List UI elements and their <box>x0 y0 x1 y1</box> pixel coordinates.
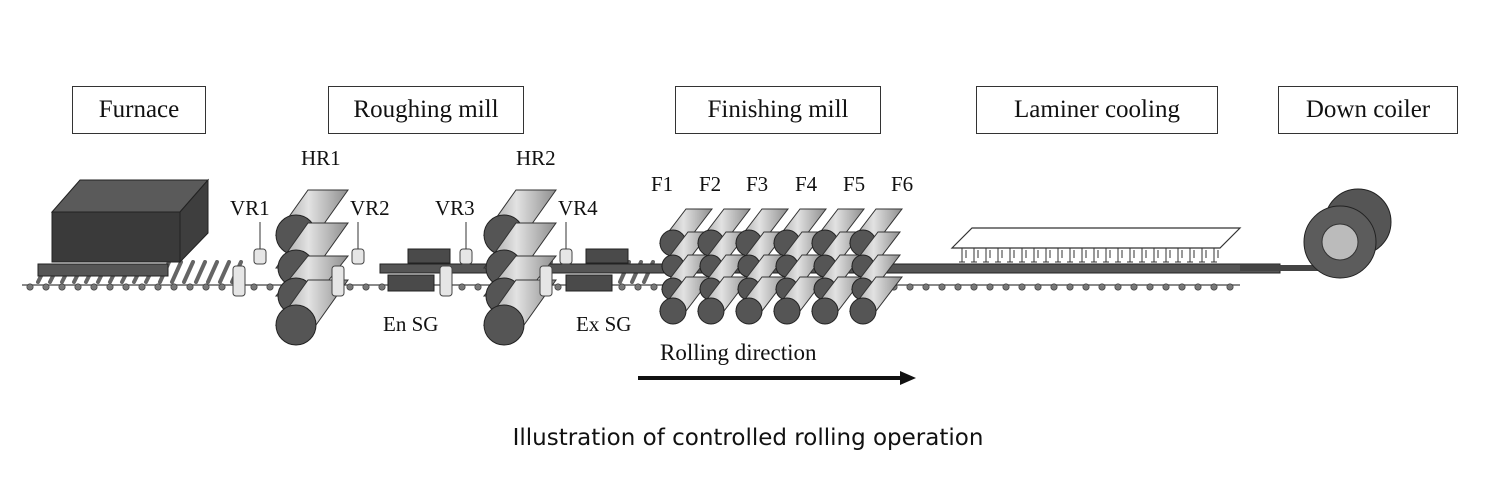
f2-label: F2 <box>699 172 722 196</box>
vr1-label: VR1 <box>230 196 270 220</box>
rolling-direction-label: Rolling direction <box>660 340 817 365</box>
laminer-cooling-box: Laminer cooling <box>976 86 1218 134</box>
down-coiler <box>1303 188 1392 279</box>
hr2-label: HR2 <box>516 146 556 170</box>
side-guides <box>387 248 629 292</box>
f4-label: F4 <box>795 172 818 196</box>
vr-leaders <box>259 222 567 249</box>
finishing-stands <box>658 208 904 325</box>
laminer-cooling-header <box>950 227 1242 263</box>
furnace-slab <box>37 263 169 277</box>
rolling-direction-arrow <box>638 371 916 385</box>
furnace-box: Furnace <box>72 86 206 134</box>
figure-caption: Illustration of controlled rolling opera… <box>512 425 984 451</box>
f3-label: F3 <box>746 172 769 196</box>
down-coiler-box: Down coiler <box>1278 86 1458 134</box>
f5-label: F5 <box>843 172 866 196</box>
vr3-label: VR3 <box>435 196 475 220</box>
f6-label: F6 <box>891 172 914 196</box>
en-sg-label: En SG <box>383 312 439 336</box>
hr1-label: HR1 <box>301 146 341 170</box>
f1-label: F1 <box>651 172 674 196</box>
roughing-mill-box: Roughing mill <box>328 86 524 134</box>
vr2-label: VR2 <box>350 196 390 220</box>
vr4-label: VR4 <box>558 196 598 220</box>
furnace-block <box>50 178 210 264</box>
hr1-stand <box>274 189 350 346</box>
hr2-stand <box>482 189 558 346</box>
finishing-mill-box: Finishing mill <box>675 86 881 134</box>
ex-sg-label: Ex SG <box>576 312 632 336</box>
vertical-rollers <box>232 248 573 297</box>
